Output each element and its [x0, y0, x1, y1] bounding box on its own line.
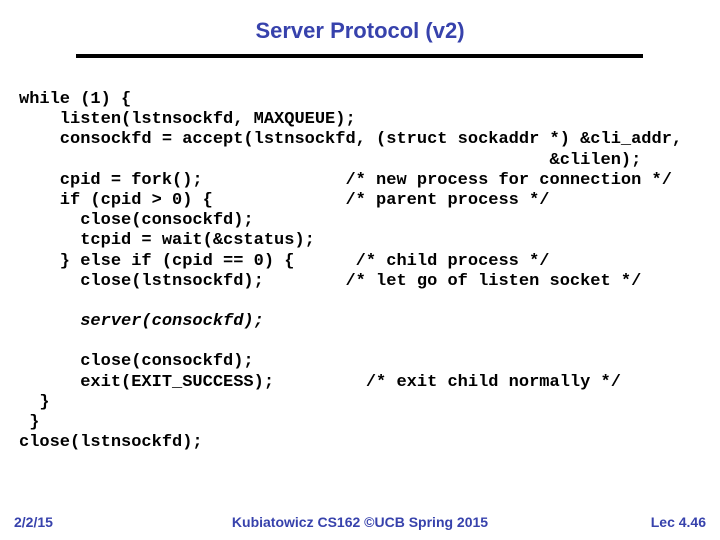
code-line: server(consockfd); — [19, 312, 264, 332]
code-line: } — [19, 392, 50, 412]
code-line: listen(lstnsockfd, MAXQUEUE); — [19, 110, 356, 130]
code-line: if (cpid > 0) { /* parent process */ — [19, 190, 550, 210]
title-underline — [76, 54, 643, 58]
code-line: &clilen); — [19, 150, 642, 170]
code-line: } — [19, 413, 40, 432]
code-line: close(lstnsockfd); — [19, 433, 203, 453]
code-line — [19, 292, 719, 312]
code-block: while (1) { listen(lstnsockfd, MAXQUEUE)… — [19, 90, 719, 453]
footer-date: 2/2/15 — [14, 514, 53, 530]
code-line — [19, 332, 719, 352]
code-line: close(lstnsockfd); /* let go of listen s… — [19, 271, 642, 291]
code-line: close(consockfd); — [19, 352, 254, 372]
code-line: while (1) { — [19, 90, 132, 109]
code-line: cpid = fork(); /* new process for connec… — [19, 170, 672, 190]
footer-lecture-number: Lec 4.46 — [650, 514, 706, 530]
code-line: exit(EXIT_SUCCESS); /* exit child normal… — [19, 372, 621, 392]
slide-title: Server Protocol (v2) — [255, 18, 465, 43]
code-line: tcpid = wait(&cstatus); — [19, 231, 315, 251]
footer-credit: Kubiatowicz CS162 ©UCB Spring 2015 — [231, 514, 489, 530]
code-line: close(consockfd); — [19, 211, 254, 231]
footer: 2/2/15 Kubiatowicz CS162 ©UCB Spring 201… — [0, 514, 720, 538]
code-line: } else if (cpid == 0) { /* child process… — [19, 251, 550, 271]
code-line: consockfd = accept(lstnsockfd, (struct s… — [19, 130, 683, 150]
